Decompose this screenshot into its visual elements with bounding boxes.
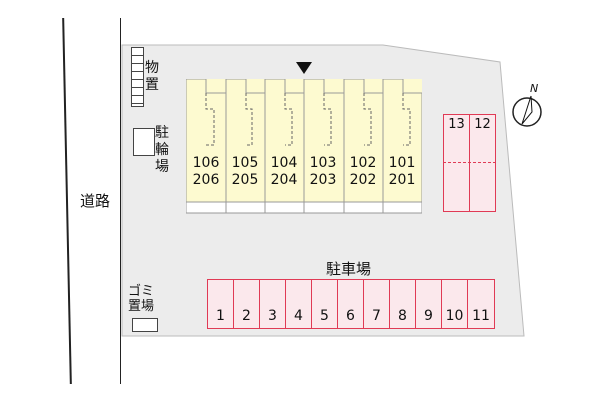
unit-label-105: 105 — [231, 155, 259, 171]
parking-row: 1 2 3 4 5 6 7 8 9 10 11 — [207, 279, 495, 329]
storage-icon — [131, 47, 144, 107]
garbage-label: ゴミ置場 — [128, 284, 155, 314]
parking-stall: 6 — [337, 279, 364, 329]
parking-stall-13-label: 13 — [448, 117, 465, 132]
unit-label-203: 203 — [309, 172, 337, 188]
garbage-icon — [132, 318, 158, 332]
parking-stall-number: 3 — [268, 308, 277, 324]
parking-stall-number: 11 — [472, 308, 490, 324]
unit-label-101: 101 — [388, 155, 416, 171]
parking-stall-number: 7 — [372, 308, 381, 324]
bicycle-parking-icon — [133, 128, 155, 156]
parking-stall-number: 10 — [445, 308, 464, 324]
parking-stall: 1 — [207, 279, 234, 329]
parking-stall-12: 12 — [469, 114, 496, 212]
parking-stall: 9 — [415, 279, 442, 329]
lot-edge-line — [120, 18, 121, 384]
building-outline — [186, 79, 422, 214]
parking-stall-number: 1 — [216, 308, 225, 324]
parking-stall-number: 6 — [346, 308, 355, 324]
parking-stall: 3 — [259, 279, 286, 329]
apartment-building: 106 105 104 103 102 101 206 205 204 203 … — [186, 79, 422, 214]
unit-label-104: 104 — [270, 155, 298, 171]
unit-label-202: 202 — [349, 172, 377, 188]
parking-stall: 5 — [311, 279, 338, 329]
parking-stall-number: 8 — [398, 308, 407, 324]
parking-stall: 4 — [285, 279, 312, 329]
parking-stall-number: 5 — [320, 308, 329, 324]
entrance-arrow-icon — [296, 62, 312, 74]
parking-stall: 2 — [233, 279, 260, 329]
unit-label-205: 205 — [231, 172, 259, 188]
bicycle-parking-label: 駐輪場 — [155, 125, 169, 175]
road-label: 道路 — [80, 192, 111, 210]
unit-label-106: 106 — [192, 155, 220, 171]
parking-stall-12-label: 12 — [474, 117, 491, 132]
parking-stall-number: 9 — [424, 308, 433, 324]
parking-stall: 11 — [467, 279, 495, 329]
unit-label-204: 204 — [270, 172, 298, 188]
parking-stall-number: 2 — [242, 308, 251, 324]
unit-label-206: 206 — [192, 172, 220, 188]
compass-icon — [512, 95, 542, 127]
parking-label: 駐車場 — [326, 260, 372, 278]
parking-stall: 7 — [363, 279, 390, 329]
parking-stall-divider — [443, 162, 496, 163]
storage-label: 物置 — [145, 60, 159, 93]
parking-stall: 8 — [389, 279, 416, 329]
compass-label: N — [530, 82, 539, 95]
parking-stall: 10 — [441, 279, 468, 329]
unit-label-102: 102 — [349, 155, 377, 171]
unit-label-103: 103 — [309, 155, 337, 171]
unit-label-201: 201 — [388, 172, 416, 188]
parking-stall-13: 13 — [443, 114, 470, 212]
parking-stall-number: 4 — [294, 308, 303, 324]
